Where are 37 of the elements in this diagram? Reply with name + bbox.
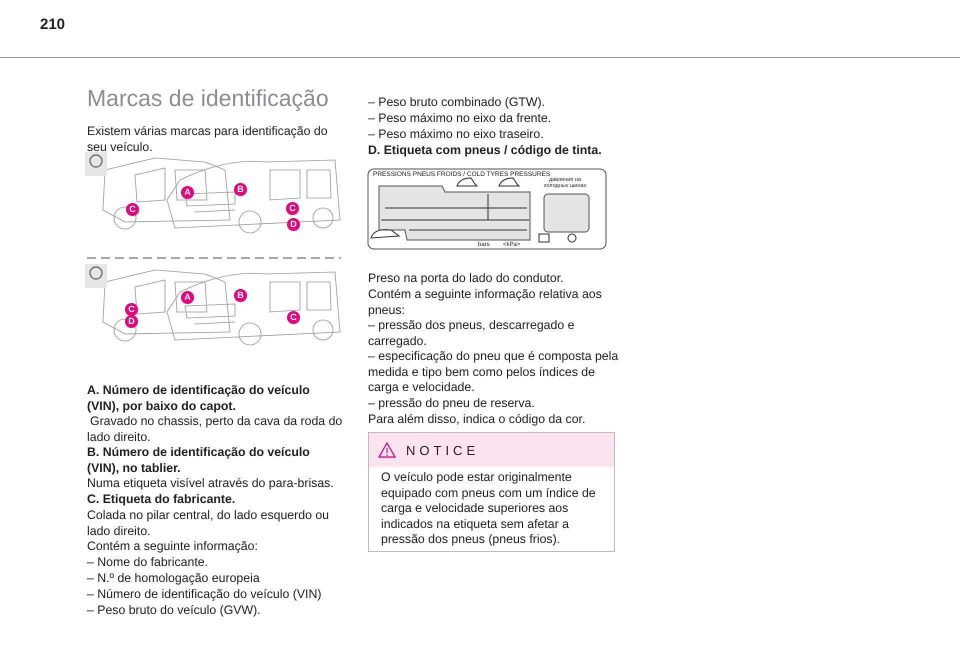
callout-letter: C <box>126 203 139 216</box>
notice-box <box>368 432 615 552</box>
section-heading: B. Número de identificação do veículo (VIN), no tablier. <box>87 445 311 476</box>
section-heading: C. Etiqueta do fabricante. <box>87 492 236 508</box>
body-text: – N.º de homologação europeia <box>87 571 261 586</box>
callout-letter: D <box>287 218 300 231</box>
body-text: Contém a seguinte informação: <box>87 539 259 554</box>
body-text: Contém a seguinte informação relativa aos pneus: <box>368 287 603 318</box>
callout-letter: C <box>287 311 300 324</box>
notice-text: O veículo pode estar originalmente equipado com pneus com um índice de carga e velocidade superiores aos indicados na etiqueta sem afetar a pressão dos pneus (pneus frios). <box>381 470 597 548</box>
body-text: – Peso bruto combinado (GTW). <box>368 95 546 110</box>
body-text: – pressão dos pneus, descarregado e carregado. <box>368 318 576 349</box>
body-text: Para além disso, indica o código da cor. <box>368 412 586 428</box>
callout-letter: A <box>181 186 194 199</box>
intro-text: Existem várias marcas para identificação do seu veículo. <box>87 124 329 155</box>
body-text: – Peso máximo no eixo da frente. <box>368 111 552 126</box>
body-text: Preso na porta do lado do condutor. <box>368 271 565 286</box>
body-text: – Peso bruto do veículo (GVW). <box>87 603 262 618</box>
notice-heading: NOTICE <box>406 443 480 458</box>
section-heading: D. Etiqueta com pneus / código de tinta. <box>368 143 603 158</box>
body-text: – especificação do pneu que é composta pela medida e tipo bem como pelos índices de carga e velocidade. <box>368 349 620 396</box>
body-text: – Peso máximo no eixo traseiro. <box>368 127 545 142</box>
callout-letter: C <box>125 303 138 316</box>
page-title: Marcas de identificação <box>87 85 329 112</box>
callout-letter: B <box>234 289 247 302</box>
page-number: 210 <box>40 16 66 33</box>
callout-letter: D <box>125 315 138 328</box>
body-text: Colada no pilar central, do lado esquerdo ou lado direito. <box>87 508 330 539</box>
body-text: – Número de identificação do veículo (VIN) <box>87 587 322 602</box>
body-text: Gravado no chassis, perto da cava da roda do lado direito. <box>87 414 344 445</box>
body-text: Numa etiqueta visível através do para-brisas. <box>87 476 335 492</box>
body-text: – pressão do pneu de reserva. <box>368 396 536 412</box>
body-text: – Nome do fabricante. <box>87 555 209 570</box>
section-heading: A. Número de identificação do veículo (VIN), por baixo do capot. <box>87 383 311 414</box>
callout-letter: B <box>234 183 247 196</box>
callout-letter: C <box>286 202 299 215</box>
callout-letter: A <box>181 291 194 304</box>
